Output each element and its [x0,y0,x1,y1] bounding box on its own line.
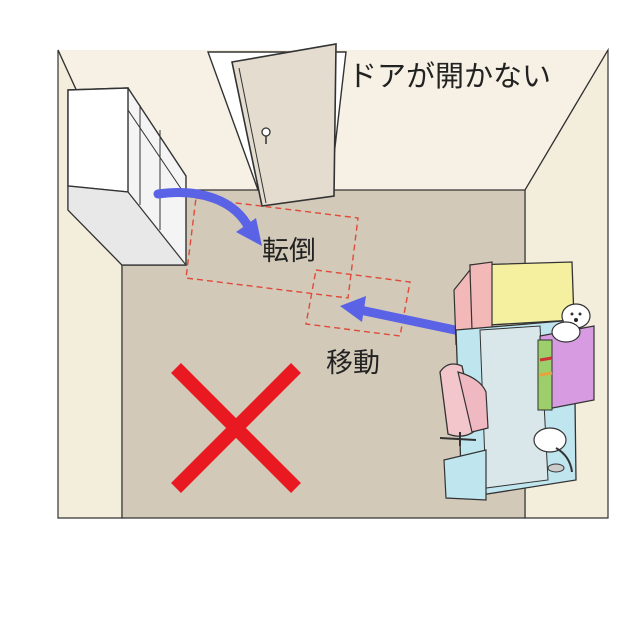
plush-toy-icon [551,303,591,343]
door-stuck-label: ドアが開かない [348,59,551,93]
tip-over-label: 転倒 [262,236,316,267]
door [207,43,347,207]
tip-over-footprint [185,197,359,299]
cross-mark-icon [171,363,301,493]
move-label: 移動 [326,348,380,379]
move-footprint [305,269,411,337]
left-cabinet [67,87,188,266]
chair [439,363,489,446]
lamp-icon [533,427,573,473]
straight-arrow-icon [340,296,460,335]
desk-setup [439,261,595,501]
curved-arrow-icon [153,188,262,246]
door-knob-icon [261,127,271,137]
